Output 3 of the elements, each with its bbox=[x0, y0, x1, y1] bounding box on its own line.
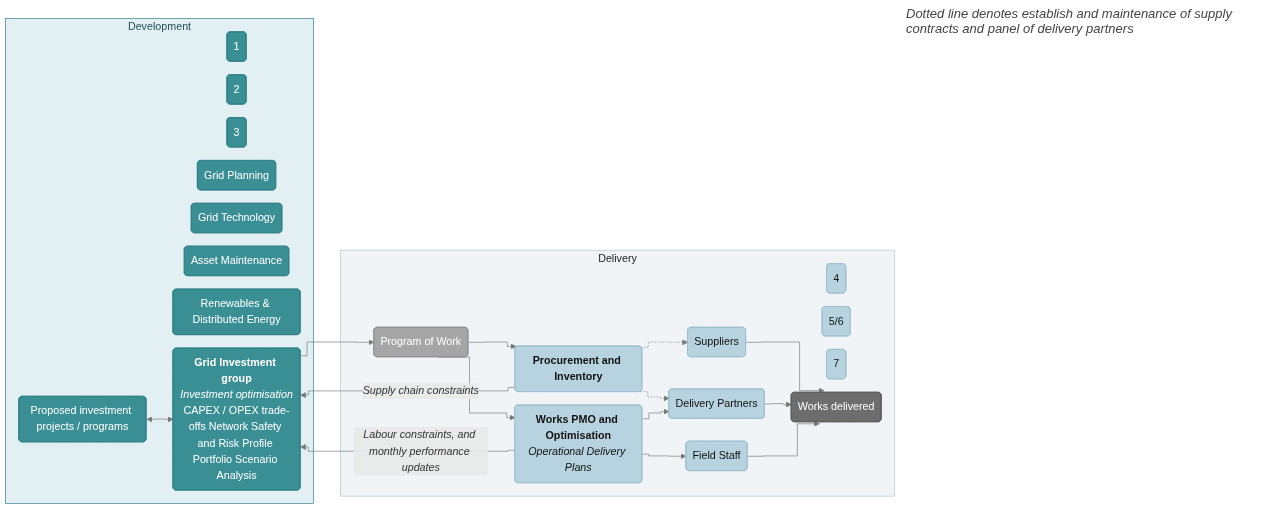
edge-label: Labour constraints, and monthly performance updates bbox=[363, 429, 476, 473]
edge-label: Supply chain constraints bbox=[362, 384, 479, 397]
note-text: Dotted line denotes establish and maintenance of supply contracts and panel of delivery partners bbox=[906, 6, 1234, 36]
